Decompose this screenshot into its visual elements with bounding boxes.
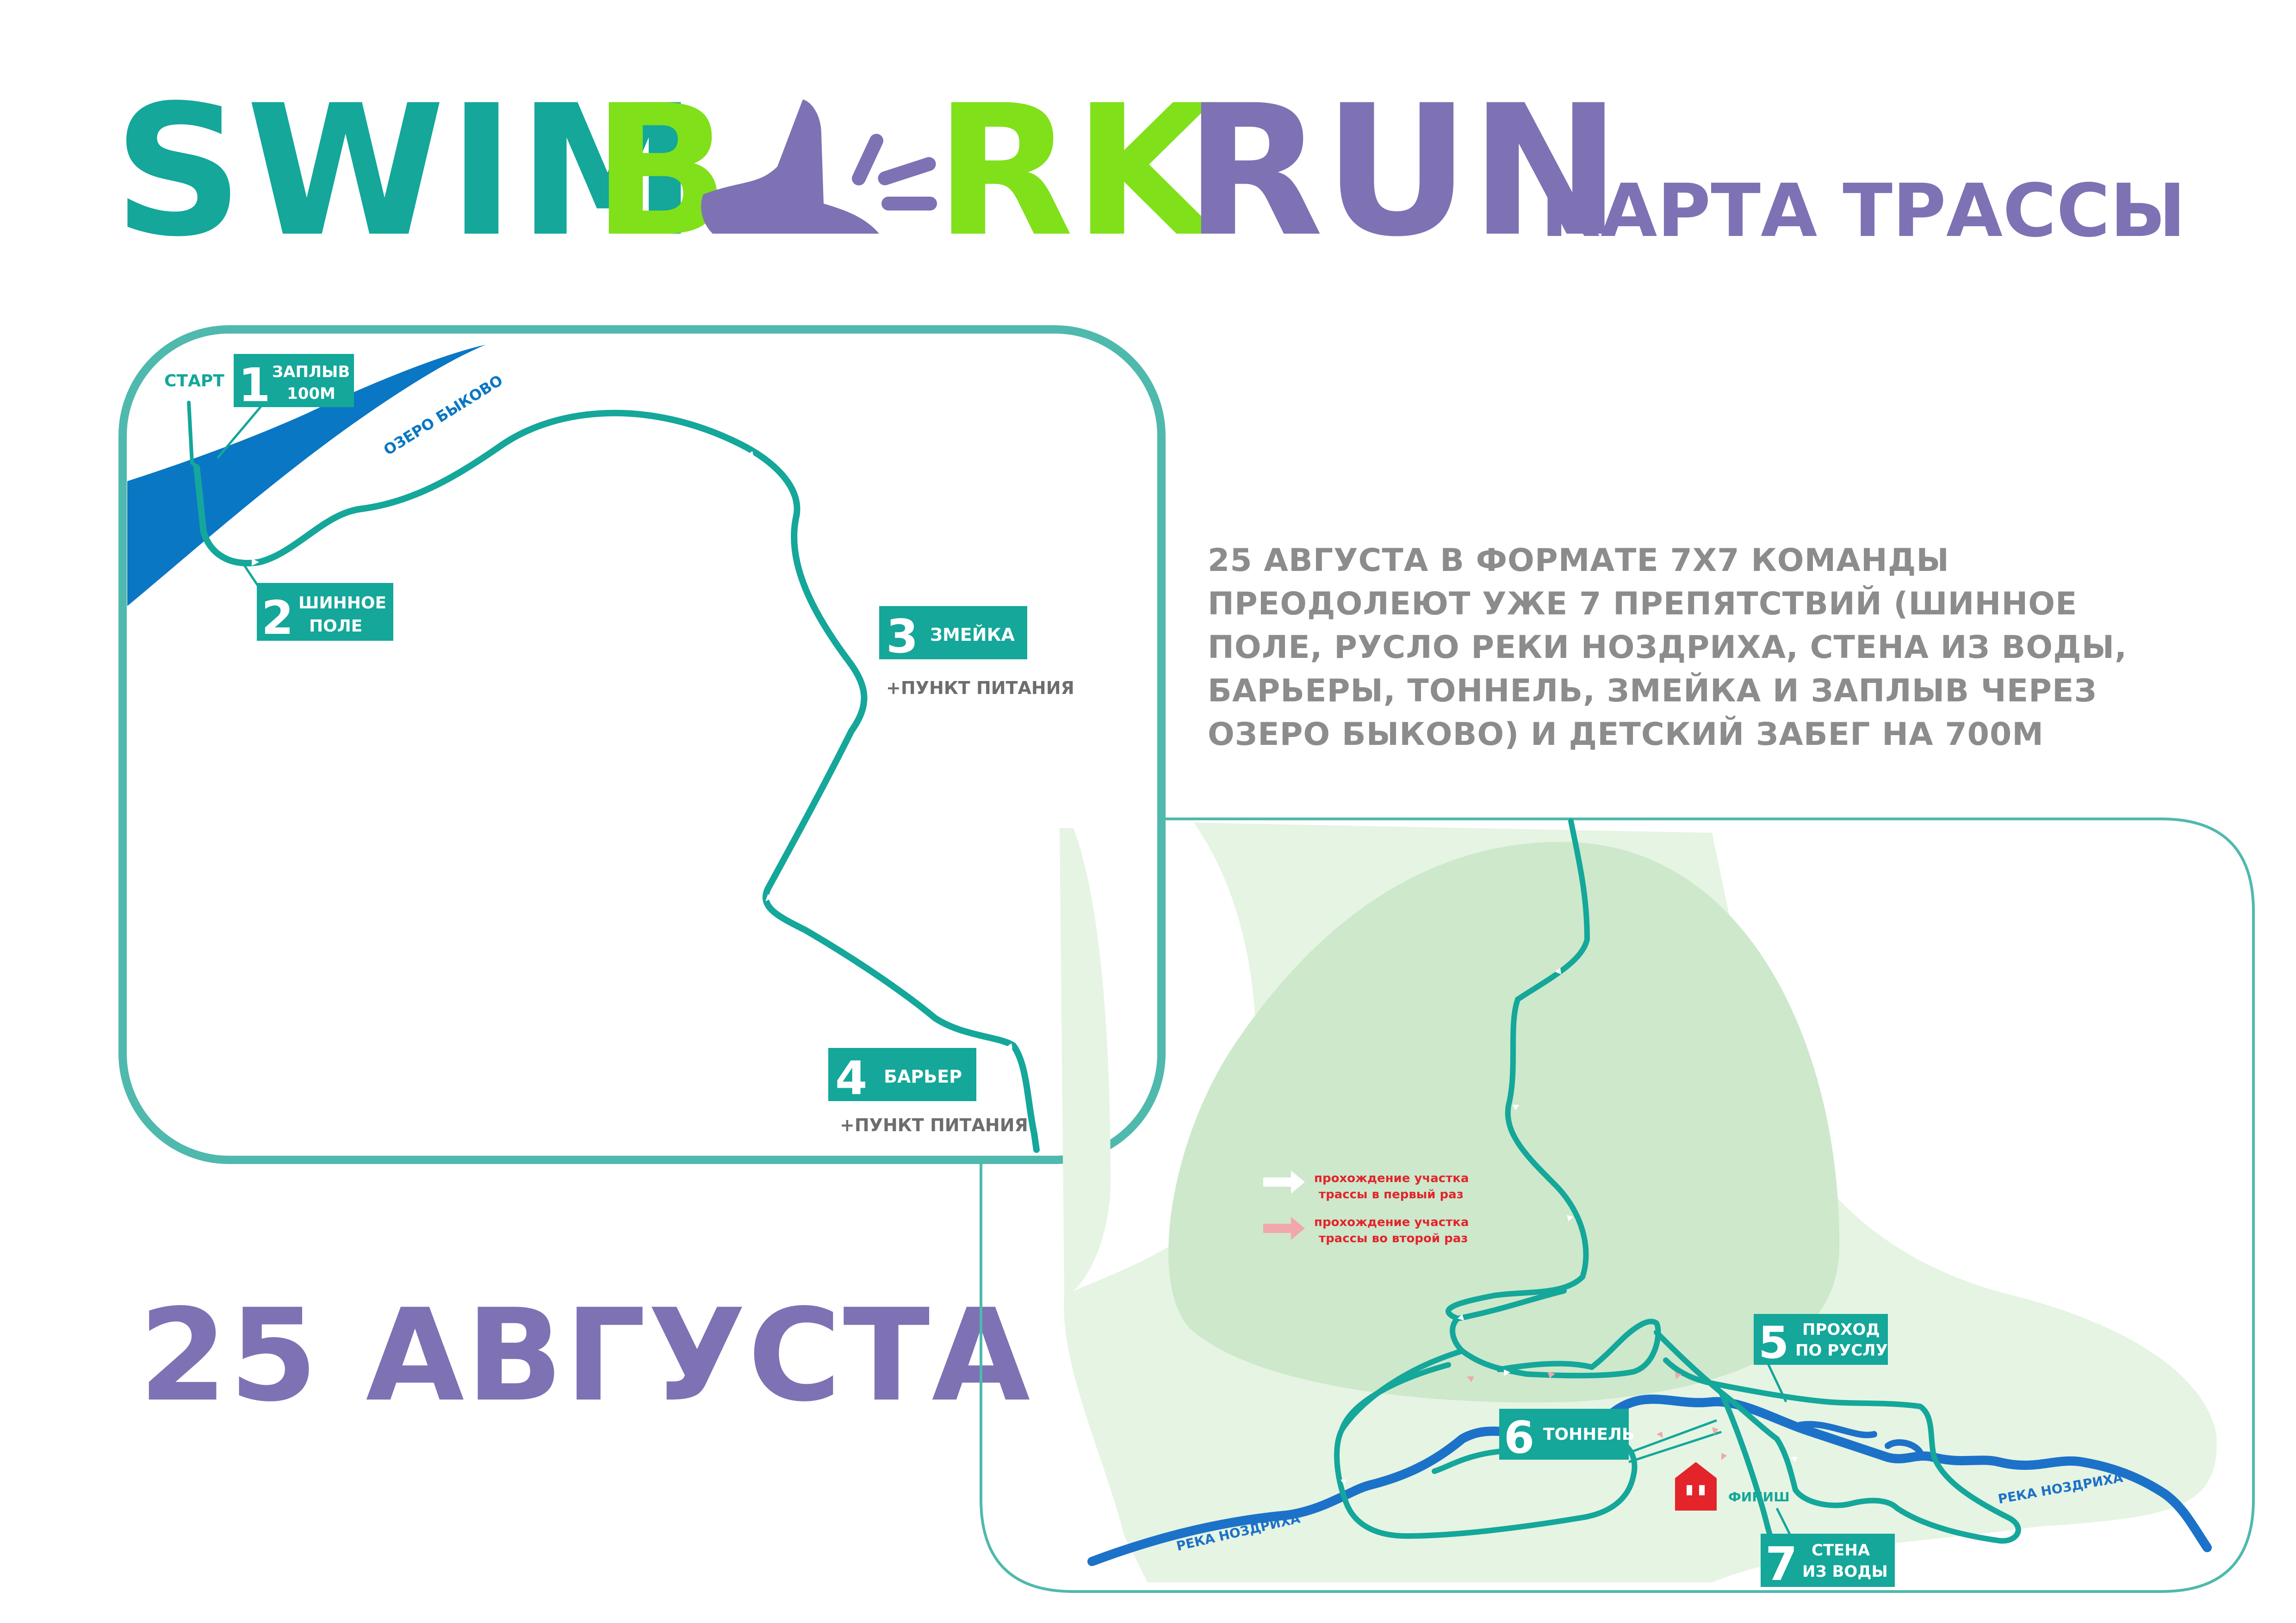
checkpoint-5: 5 ПРОХОД ПО РУСЛУ [1754, 1314, 1888, 1369]
checkpoint-3-number: 3 [886, 609, 918, 663]
legend-first-pass-line1: прохождение участка [1314, 1171, 1469, 1185]
logo-swim: SWIM [113, 66, 700, 276]
map-1: ОЗЕРО БЫКОВО СТАРТ 1 ЗАПЛЫВ 100М 2 ШИ [118, 325, 1166, 1164]
map-2-legend: прохождение участка трассы в первый раз … [1263, 1171, 1469, 1245]
checkpoint-7: 7 СТЕНА ИЗ ВОДЫ [1761, 1534, 1895, 1591]
header-logo: SWIM B RK RUN КАРТА ТРАССЫ [113, 66, 2186, 276]
logo-run: RUN [1185, 66, 1621, 276]
map-1-direction-arrows [252, 451, 1012, 1049]
finish-house-icon [1675, 1462, 1717, 1511]
start-path [187, 401, 199, 469]
checkpoint-6-number: 6 [1504, 1412, 1534, 1463]
checkpoint-2-line1: ШИННОЕ [298, 594, 386, 613]
boat-icon [701, 99, 937, 234]
finish-label: ФИНИШ [1728, 1489, 1790, 1505]
checkpoint-7-number: 7 [1765, 1537, 1798, 1591]
checkpoint-5-line2: ПО РУСЛУ [1795, 1341, 1888, 1360]
checkpoint-3-line1: ЗМЕЙКА [930, 625, 1015, 645]
checkpoint-2-number: 2 [261, 591, 294, 645]
map-1-frame [118, 325, 1166, 1164]
checkpoint-4: 4 БАРЬЕР [828, 1048, 976, 1105]
checkpoint-2-line2: ПОЛЕ [309, 617, 362, 636]
event-description: 25 АВГУСТА В ФОРМАТЕ 7Х7 КОМАНДЫ ПРЕОДОЛ… [1208, 542, 2127, 753]
logo-rk: RK [935, 66, 1220, 276]
start-label: СТАРТ [164, 372, 224, 390]
checkpoint-4-number: 4 [835, 1051, 868, 1105]
legend-second-pass-line2: трассы во второй раз [1319, 1232, 1468, 1245]
checkpoint-2: 2 ШИННОЕ ПОЛЕ [257, 583, 393, 645]
event-date: 25 АВГУСТА [139, 1282, 1032, 1430]
checkpoint-7-line2: ИЗ ВОДЫ [1802, 1562, 1888, 1581]
map-2-second-pass-arrows [1467, 1372, 1727, 1460]
checkpoint-1: 1 ЗАПЛЫВ 100М [234, 354, 354, 412]
checkpoint-5-number: 5 [1758, 1318, 1789, 1369]
food-point-3-label: +ПУНКТ ПИТАНИЯ [886, 678, 1074, 698]
river-nozdrikha [1087, 1394, 2212, 1566]
map-2: прохождение участка трассы в первый раз … [980, 818, 2255, 1593]
legend-second-pass-line1: прохождение участка [1314, 1215, 1469, 1229]
checkpoint-6: 6 ТОННЕЛЬ [1499, 1409, 1634, 1463]
checkpoint-1-line2: 100М [287, 384, 335, 403]
header-subtitle: КАРТА ТРАССЫ [1541, 168, 2186, 254]
map-1-route [193, 409, 1040, 1153]
checkpoint-1-line1: ЗАПЛЫВ [272, 363, 350, 381]
logo-b: B [592, 66, 730, 276]
map-2-frame [980, 818, 2255, 1593]
checkpoint-7-line1: СТЕНА [1812, 1541, 1870, 1560]
park-area-dark [1168, 842, 1840, 1403]
checkpoint-6-line1: ТОННЕЛЬ [1543, 1425, 1634, 1444]
legend-second-pass-arrow [1263, 1217, 1305, 1240]
food-point-4-label: +ПУНКТ ПИТАНИЯ [840, 1115, 1028, 1135]
checkpoint-3: 3 ЗМЕЙКА [879, 606, 1027, 663]
checkpoint-4-line1: БАРЬЕР [884, 1066, 962, 1087]
legend-first-pass-arrow [1263, 1171, 1305, 1194]
legend-first-pass-line2: трассы в первый раз [1319, 1188, 1464, 1202]
checkpoint-5-line1: ПРОХОД [1802, 1320, 1880, 1339]
checkpoint-1-number: 1 [238, 358, 271, 412]
